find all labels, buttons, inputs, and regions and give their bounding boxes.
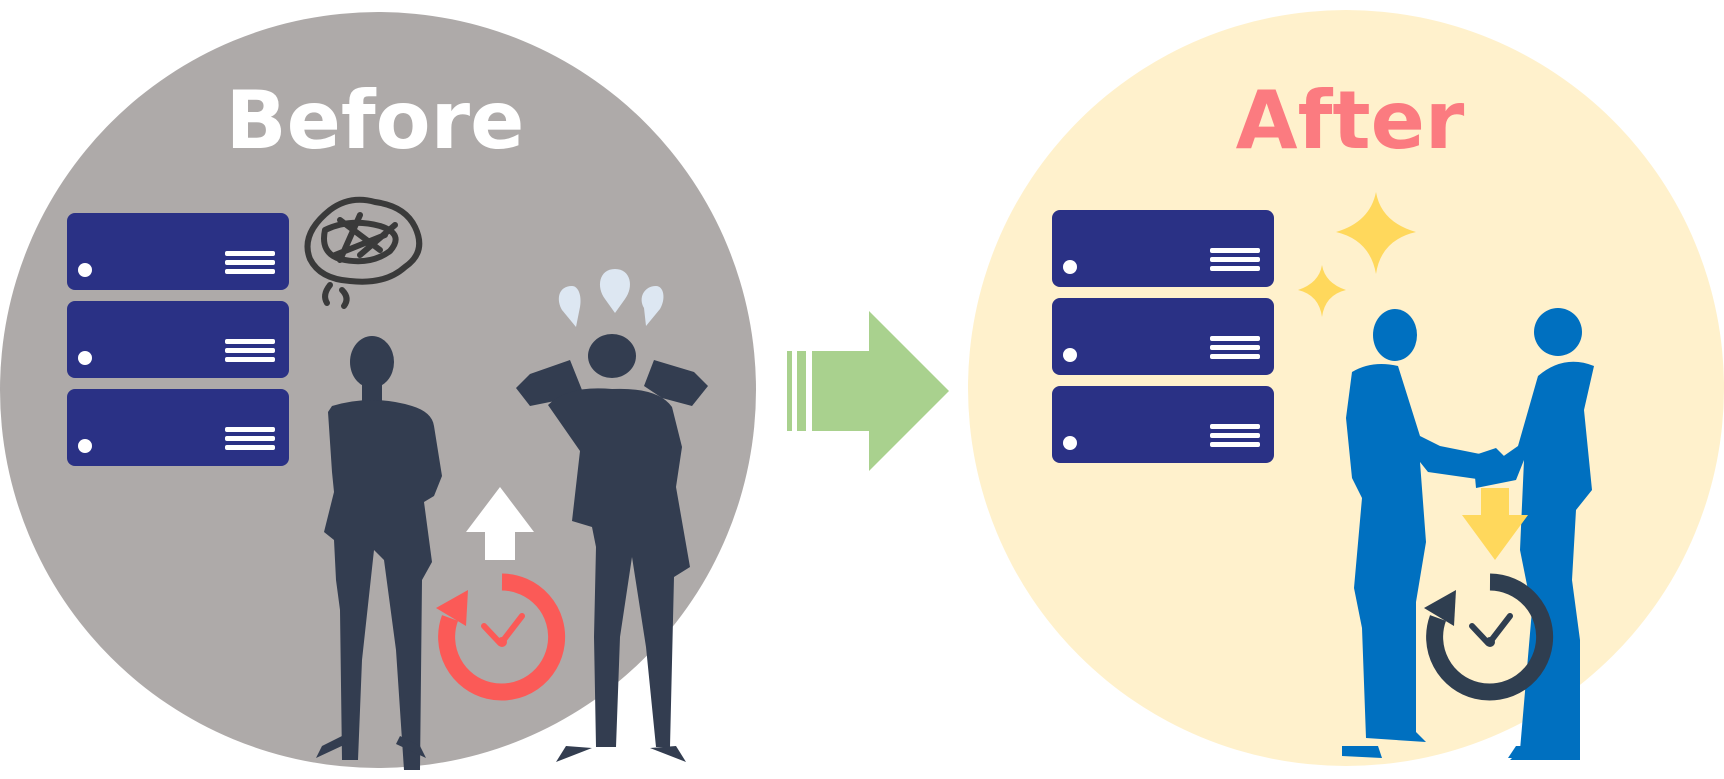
server-icon bbox=[67, 213, 289, 290]
sparkle-icon bbox=[1298, 192, 1416, 317]
server-icon bbox=[67, 301, 289, 378]
after-panel: After bbox=[968, 10, 1724, 766]
sweat-drop-icon bbox=[558, 269, 664, 327]
down-arrow-icon bbox=[1462, 488, 1528, 560]
after-servers bbox=[1052, 210, 1274, 463]
before-panel: Before bbox=[0, 12, 756, 770]
clock-reset-icon bbox=[1424, 573, 1554, 701]
after-title: After bbox=[1236, 74, 1465, 167]
handshake-businessmen-icon bbox=[1342, 308, 1594, 760]
frustrated-businessman-icon bbox=[516, 334, 708, 762]
before-servers bbox=[67, 213, 289, 466]
before-title: Before bbox=[226, 74, 525, 167]
server-icon bbox=[1052, 298, 1274, 375]
businessman-icon bbox=[316, 336, 442, 770]
server-icon bbox=[67, 389, 289, 466]
server-icon bbox=[1052, 386, 1274, 463]
server-icon bbox=[1052, 210, 1274, 287]
tangle-thought-icon bbox=[304, 196, 423, 309]
clock-reset-icon bbox=[436, 573, 566, 701]
up-arrow-icon bbox=[466, 487, 534, 560]
right-arrow-icon bbox=[787, 311, 949, 471]
